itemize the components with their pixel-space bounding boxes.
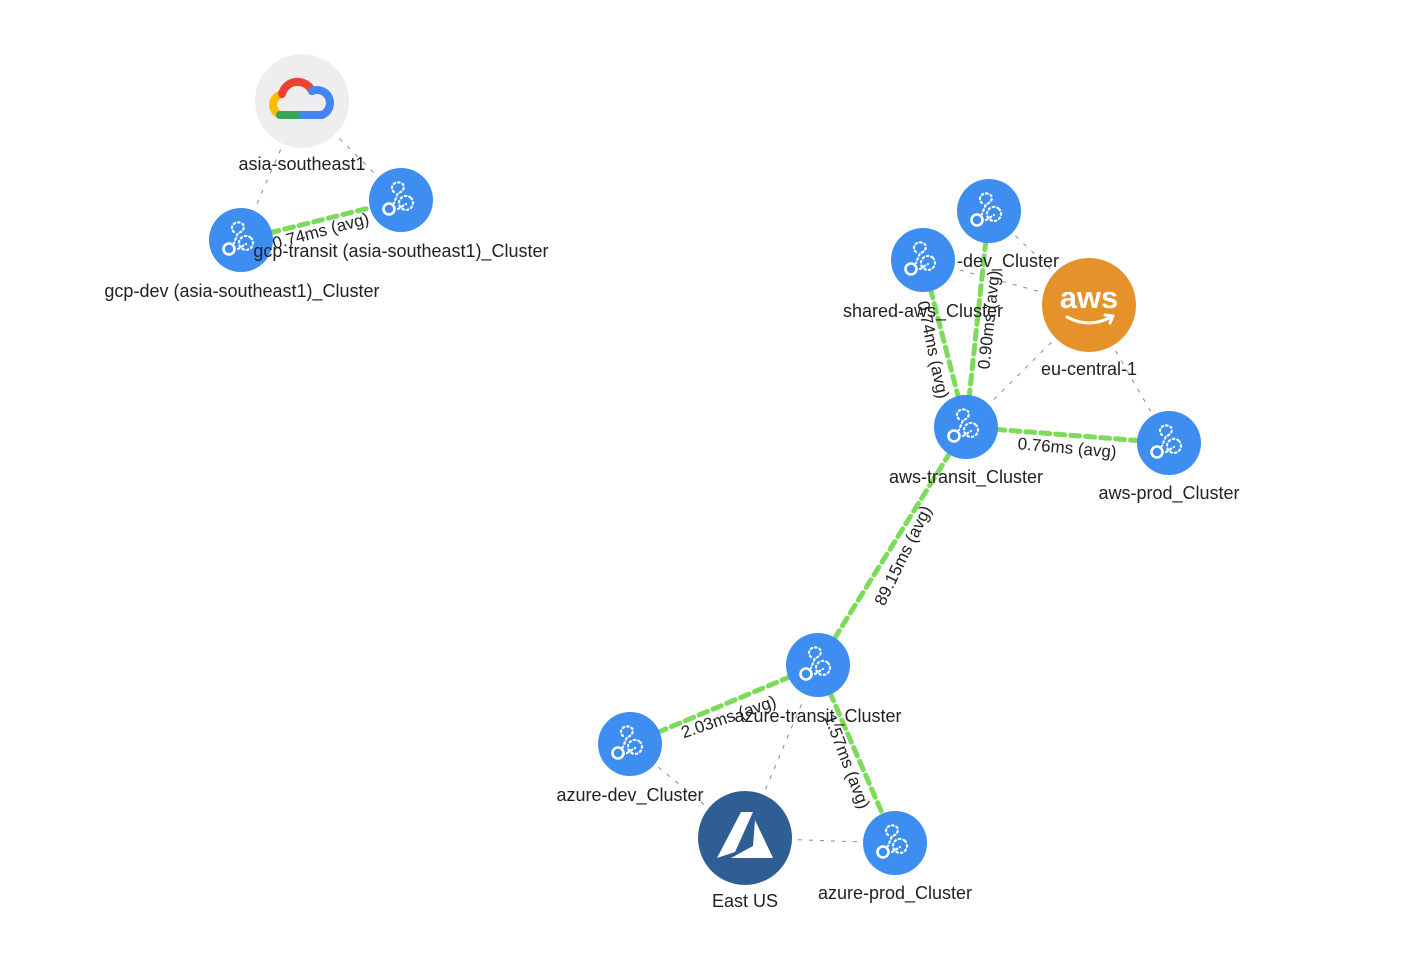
service-mesh-icon <box>947 408 980 443</box>
cluster-circle <box>598 712 662 776</box>
azure-icon <box>717 812 773 858</box>
cluster-label: aws-prod_Cluster <box>1098 483 1239 504</box>
membership-edge-aws-aws_transit <box>991 341 1052 403</box>
service-mesh-icon <box>382 181 415 216</box>
latency-link-aws_transit-azure_transit[interactable] <box>815 424 969 668</box>
membership-edge-aws-aws_dev <box>1014 235 1051 270</box>
cluster-circle <box>1137 411 1201 475</box>
cluster-label: shared-aws_Cluster <box>843 301 1003 322</box>
region-node-aws[interactable]: aws <box>1042 258 1136 352</box>
membership-edge-azure-azure_prod <box>797 839 860 843</box>
membership-edge-aws-shared_aws <box>957 268 1038 292</box>
service-mesh-icon <box>970 192 1003 227</box>
latency-label: 89.15ms (avg) <box>871 503 936 609</box>
cluster-label: azure-prod_Cluster <box>818 883 972 904</box>
latency-link-aws_dev-aws_transit[interactable] <box>963 208 992 430</box>
region-label: East US <box>712 891 778 911</box>
cluster-label: -dev_Cluster <box>957 251 1059 272</box>
cluster-node-aws_dev[interactable] <box>957 179 1021 243</box>
cluster-node-aws_prod[interactable] <box>1137 411 1201 475</box>
cluster-node-shared_aws[interactable] <box>891 228 955 292</box>
nodes: aws <box>209 54 1201 885</box>
membership-edges <box>255 138 1152 843</box>
cluster-circle <box>369 168 433 232</box>
service-mesh-icon <box>876 824 909 859</box>
cluster-node-gcp_transit[interactable] <box>369 168 433 232</box>
cluster-label: azure-dev_Cluster <box>556 785 703 806</box>
cluster-circle <box>957 179 1021 243</box>
region-node-gcp[interactable] <box>255 54 349 148</box>
cluster-circle <box>786 633 850 697</box>
region-label: asia-southeast1 <box>238 154 365 174</box>
cluster-label: azure-transit_Cluster <box>734 706 901 727</box>
latency-links <box>238 197 1172 846</box>
cluster-label: aws-transit_Cluster <box>889 467 1043 488</box>
cluster-node-azure_transit[interactable] <box>786 633 850 697</box>
latency-link-azure_dev-azure_transit[interactable] <box>627 662 821 747</box>
service-mesh-icon <box>611 725 644 760</box>
latency-link-azure_transit-azure_prod[interactable] <box>815 662 898 846</box>
service-mesh-icon <box>904 241 937 276</box>
cluster-circle <box>863 811 927 875</box>
membership-edge-aws-aws_prod <box>1115 350 1152 413</box>
cluster-circle <box>934 395 998 459</box>
cluster-node-gcp_dev[interactable] <box>209 208 273 272</box>
service-mesh-icon <box>799 646 832 681</box>
cluster-label: gcp-dev (asia-southeast1)_Cluster <box>104 281 379 302</box>
aws-icon: aws <box>1060 280 1119 325</box>
service-mesh-icon <box>222 221 255 256</box>
aws-logo-text: aws <box>1060 280 1119 315</box>
cluster-node-aws_transit[interactable] <box>934 395 998 459</box>
google-cloud-icon <box>269 77 334 119</box>
cluster-circle <box>891 228 955 292</box>
cluster-label: gcp-transit (asia-southeast1)_Cluster <box>253 241 548 262</box>
latency-link-aws_transit-aws_prod[interactable] <box>963 424 1172 446</box>
membership-edge-gcp-gcp_transit <box>339 138 376 175</box>
cluster-node-azure_dev[interactable] <box>598 712 662 776</box>
service-mesh-icon <box>1150 424 1183 459</box>
region-node-azure[interactable] <box>698 791 792 885</box>
cluster-circle <box>209 208 273 272</box>
region-label: eu-central-1 <box>1041 359 1137 379</box>
cluster-node-azure_prod[interactable] <box>863 811 927 875</box>
